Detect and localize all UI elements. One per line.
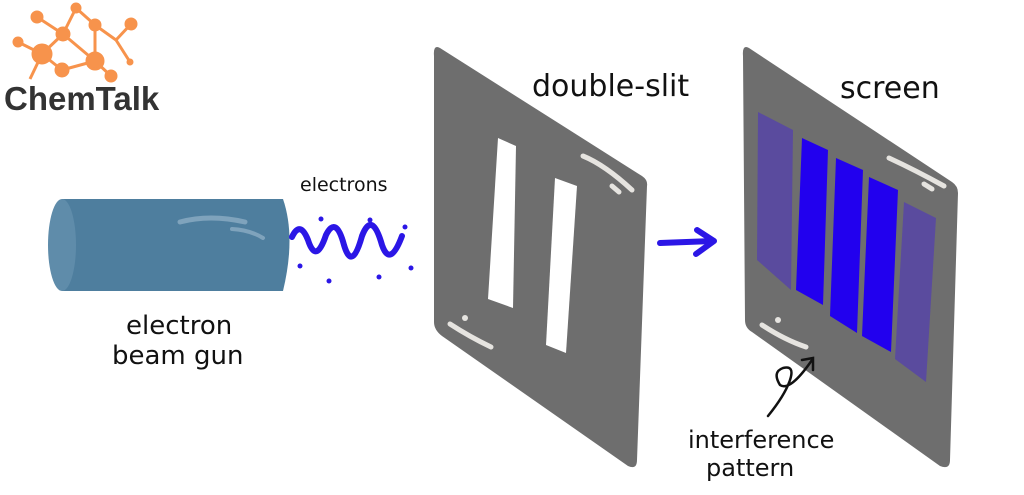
- gun-label-line2: beam gun: [112, 341, 244, 371]
- logo-text: ChemTalk: [4, 80, 160, 117]
- gun-label-line1: electron: [126, 311, 232, 341]
- slit-1: [488, 138, 516, 308]
- screen-label: screen: [840, 71, 940, 106]
- interference-label-line2: pattern: [706, 454, 794, 482]
- chemtalk-logo: ChemTalk: [4, 2, 160, 117]
- molecule-network-icon: [12, 2, 138, 83]
- double-slit-panel: [433, 47, 648, 468]
- screen-panel: [742, 47, 958, 468]
- arrow-right-icon: [657, 227, 717, 257]
- interference-label-line1: interference: [688, 426, 834, 454]
- fringe-dim-left: [757, 112, 793, 290]
- slit-2: [546, 178, 577, 353]
- electron-wave-icon: [289, 216, 414, 284]
- electrons-label: electrons: [300, 174, 388, 196]
- curly-arrow-icon: [766, 356, 815, 418]
- fringe-bright-2: [830, 158, 863, 333]
- double-slit-label: double-slit: [532, 69, 689, 104]
- fringe-bright-3: [862, 177, 898, 352]
- fringe-bright-1: [796, 138, 828, 305]
- electron-beam-gun: [48, 199, 290, 291]
- fringe-dim-right: [895, 202, 936, 382]
